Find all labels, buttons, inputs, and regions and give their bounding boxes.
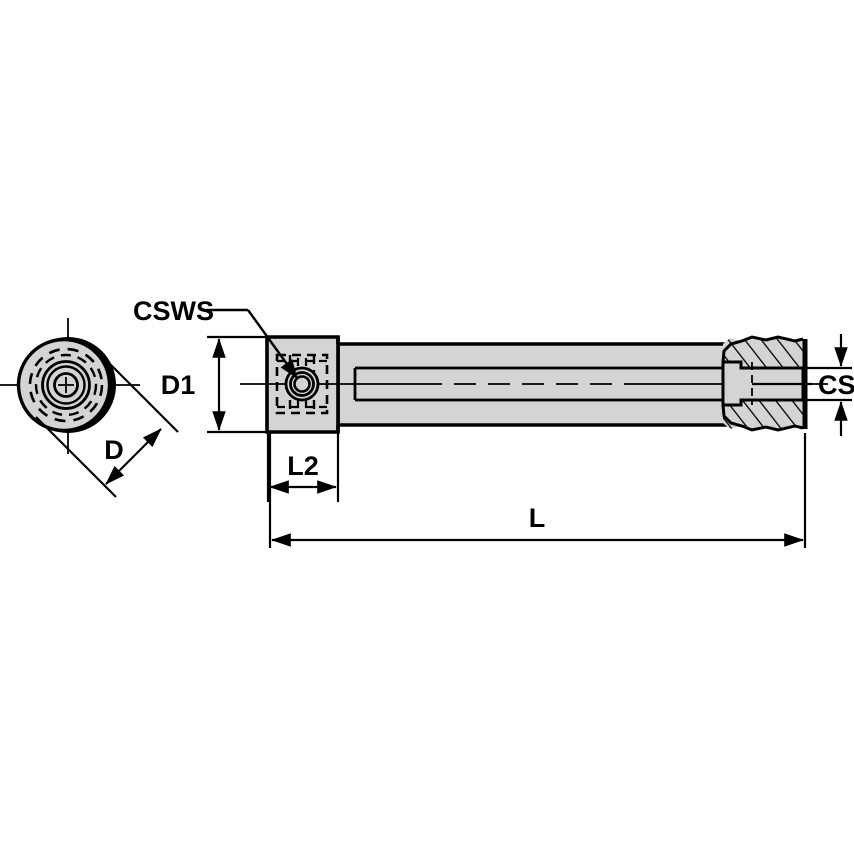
- csws-leader-diagonal-segment: [247, 309, 298, 379]
- d-extension-line-lower: [35, 416, 117, 498]
- end-view-hidden-circle-medium: [34, 353, 98, 417]
- head-insert-pocket-hidden-outline: [275, 353, 329, 415]
- csws-dimension-label: CSWS: [133, 296, 214, 326]
- d-dimension-line: [105, 428, 162, 485]
- section-break-line-lower: [721, 404, 804, 432]
- l2-dimension-label: L2: [287, 451, 319, 481]
- d1-dimension-label: D1: [161, 370, 196, 400]
- clamp-screw-inner-circle: [293, 375, 311, 393]
- d1-dimension-group: D1: [161, 335, 270, 434]
- head-hidden-detail-group: [275, 353, 329, 415]
- end-view-hidden-circle-large: [28, 347, 104, 423]
- d-extension-line-upper: [98, 352, 179, 433]
- l2-dimension-group: L2: [266, 433, 340, 502]
- cs-dimension-label: CS: [818, 370, 854, 400]
- side-view-group: [240, 335, 828, 434]
- cs-dimension-group: CS: [752, 334, 854, 436]
- coolant-end-section-group: [721, 335, 808, 432]
- l-dimension-group: L: [268, 433, 807, 548]
- clamp-screw-group: [284, 366, 320, 402]
- d-dimension-label: D: [104, 435, 124, 465]
- end-view-group: D: [0, 318, 179, 498]
- end-view-inner-circle-outer: [41, 360, 91, 410]
- section-break-line-upper: [721, 335, 804, 363]
- csws-leader-group: CSWS: [133, 296, 298, 379]
- l-dimension-label: L: [529, 503, 546, 533]
- end-view-inner-circle-mid: [46, 365, 86, 405]
